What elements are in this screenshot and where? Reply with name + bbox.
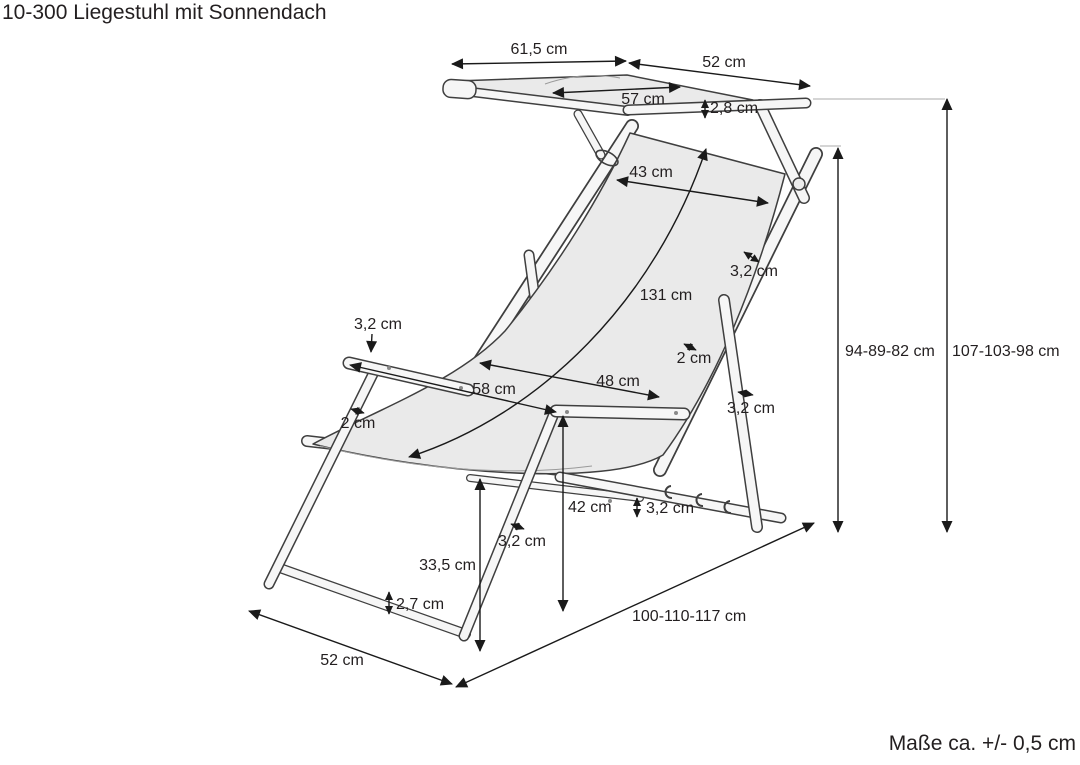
dim-inner-width: 48 cm — [479, 359, 660, 401]
dim-canopy-bar-thickness: 2,8 cm — [701, 99, 758, 119]
dim-backrest-rail-thickness-label: 3,2 cm — [730, 263, 778, 280]
recline-notch-2 — [695, 493, 704, 507]
dim-inner-width-label: 48 cm — [596, 373, 640, 390]
dim-front-post-thickness-label: 2 cm — [341, 415, 376, 432]
dim-fabric-length: 131 cm — [408, 148, 708, 459]
dim-armrest-length-label: 58 cm — [472, 381, 516, 398]
dim-side-rail-thickness: 2 cm — [677, 342, 712, 367]
dim-armrest-bar-thickness-label: 3,2 cm — [354, 316, 402, 333]
chair-drawing — [263, 74, 823, 642]
dim-front-leg-thickness-label: 3,2 cm — [498, 533, 546, 550]
notch-rail-pivot — [608, 499, 612, 503]
right-armrest-rear-pivot — [674, 411, 678, 415]
dim-canopy-bar-thickness-label: 2,8 cm — [710, 100, 758, 117]
dim-side-rail-thickness-label: 2 cm — [677, 350, 712, 367]
dim-notch-rail-thickness-label: 3,2 cm — [646, 500, 694, 517]
recline-notch-1 — [664, 485, 673, 499]
dim-total-height-label: 107-103-98 cm — [952, 343, 1060, 360]
canopy-left-rail — [450, 85, 633, 116]
dim-backrest-height: 94-89-82 cm — [832, 147, 935, 533]
dim-total-length: 100-110-117 cm — [455, 522, 815, 688]
dim-backrest-rail-thickness: 3,2 cm — [730, 251, 778, 280]
canopy-hinge-knob — [792, 177, 806, 191]
dim-canopy-width: 61,5 cm — [451, 41, 627, 70]
front-left-leg — [263, 366, 380, 590]
under-seat-rail — [466, 474, 644, 502]
dim-total-height: 107-103-98 cm — [941, 98, 1060, 533]
dim-cross-bar-thickness-label: 2,7 cm — [396, 596, 444, 613]
dim-canopy-depth-label: 52 cm — [702, 54, 746, 71]
canopy-strut-left — [573, 109, 606, 160]
page-title: 10-300 Liegestuhl mit Sonnendach — [2, 1, 327, 24]
dimension-annotations: 61,5 cm 52 cm 57 cm 2,8 cm 43 cm 3,2 cm — [248, 41, 1060, 688]
dim-canopy-width-label: 61,5 cm — [511, 41, 568, 58]
canopy-front-rail — [622, 97, 812, 116]
dim-front-post-thickness: 2 cm — [341, 406, 376, 432]
dim-base-width-label: 52 cm — [320, 652, 364, 669]
dim-notch-rail-thickness: 3,2 cm — [633, 497, 694, 518]
rear-right-leg — [718, 294, 763, 533]
dim-seat-front-height-label: 33,5 cm — [419, 557, 476, 574]
canopy-fabric-seam — [544, 75, 621, 85]
tolerance-note: Maße ca. +/- 0,5 cm — [888, 732, 1076, 755]
dim-armrest-bar-thickness: 3,2 cm — [354, 316, 402, 353]
right-armrest-pivot — [565, 410, 569, 414]
recline-notch-3 — [723, 500, 732, 514]
dim-total-length-label: 100-110-117 cm — [632, 608, 746, 625]
right-armrest — [549, 404, 691, 421]
dim-cross-bar-thickness: 2,7 cm — [385, 591, 444, 615]
dim-fabric-length-label: 131 cm — [640, 287, 692, 304]
dim-canopy-fabric-width: 57 cm — [552, 82, 681, 108]
dim-backrest-height-label: 94-89-82 cm — [845, 343, 935, 360]
dim-armrest-height-label: 42 cm — [568, 499, 612, 516]
dim-rear-leg-thickness: 3,2 cm — [727, 389, 775, 417]
dim-rear-leg-thickness-label: 3,2 cm — [727, 400, 775, 417]
dim-base-width: 52 cm — [248, 609, 453, 686]
left-armrest-pivot — [387, 366, 391, 370]
dim-canopy-fabric-width-label: 57 cm — [621, 91, 665, 108]
dim-canopy-depth: 52 cm — [628, 54, 811, 91]
dim-backrest-fabric-width-label: 43 cm — [629, 164, 673, 181]
canopy-left-end-cap — [442, 78, 477, 100]
